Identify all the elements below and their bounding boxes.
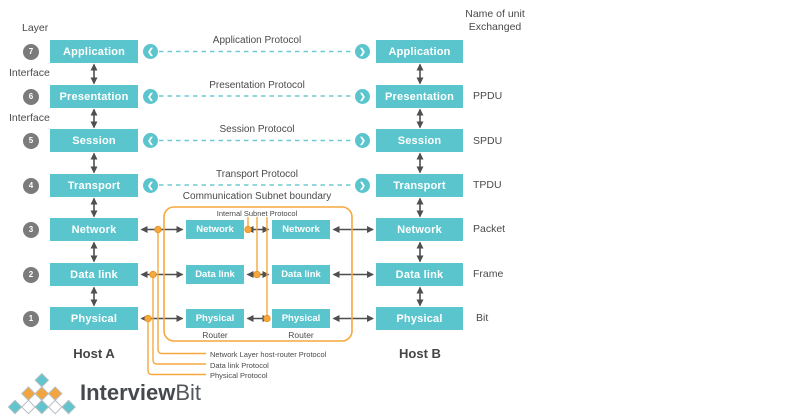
unit-bit: Bit xyxy=(476,312,489,324)
layer-number-5: 5 xyxy=(23,132,39,149)
chevron-left-icon: ❮ xyxy=(143,88,158,104)
host-a-box-transport: Transport xyxy=(50,174,138,197)
router-1-box-network: Network xyxy=(186,220,244,239)
application-protocol-label: Application Protocol xyxy=(212,35,302,46)
router-1-caption: Router xyxy=(202,330,228,340)
legend-physical-protocol: Physical Protocol xyxy=(210,371,268,380)
host-b-box-transport: Transport xyxy=(376,174,463,197)
wordmark-interview: Interview xyxy=(80,380,176,405)
router-2-box-datalink: Data link xyxy=(272,265,330,284)
unit-heading-line1: Name of unit xyxy=(465,8,525,20)
chevron-left-icon: ❮ xyxy=(143,44,158,59)
interface-label-2: Interface xyxy=(9,112,50,124)
unit-spdu: SPDU xyxy=(473,134,503,147)
layer-number-6: 6 xyxy=(23,88,39,105)
layer-heading: Layer xyxy=(22,22,49,34)
layer-number-7: 7 xyxy=(23,43,39,60)
router-1-box-datalink: Data link xyxy=(186,265,244,284)
peer-protocol-dashed-lines xyxy=(159,50,354,186)
unit-heading: Name of unit Exchanged xyxy=(450,8,540,34)
interviewbit-logo-icon xyxy=(7,372,76,415)
unit-packet: Packet xyxy=(473,223,506,235)
internal-subnet-protocol-label: Internal Subnet Protocol xyxy=(216,209,298,218)
unit-frame: Frame xyxy=(473,268,504,280)
transport-protocol-label: Transport Protocol xyxy=(216,168,298,180)
host-a-box-physical: Physical xyxy=(50,307,138,330)
router-2-caption: Router xyxy=(288,330,314,340)
host-b-box-physical: Physical xyxy=(376,307,463,330)
legend-network-host-router-protocol: Network Layer host-router Protocol xyxy=(210,350,327,359)
chevron-right-icon: ❯ xyxy=(355,88,370,104)
router-2-box-physical: Physical xyxy=(272,309,330,328)
unit-tpdu: TPDU xyxy=(473,179,502,191)
protocol-junction-dots xyxy=(144,225,271,323)
layer-number-2: 2 xyxy=(23,266,39,283)
host-b-box-datalink: Data link xyxy=(376,263,463,286)
layer-number-3: 3 xyxy=(23,221,39,238)
interface-label-1: Interface xyxy=(9,67,50,79)
unit-ppdu: PPDU xyxy=(473,90,503,102)
host-b-box-presentation: Presentation xyxy=(376,85,463,108)
session-protocol-label: Session Protocol xyxy=(219,124,295,135)
host-b-box-network: Network xyxy=(376,218,463,241)
chevron-left-icon: ❮ xyxy=(143,133,158,148)
interviewbit-wordmark: InterviewBit xyxy=(80,380,201,406)
subnet-boundary-label: Communication Subnet boundary xyxy=(182,191,332,202)
host-a-caption: Host A xyxy=(73,346,115,361)
router-2-box-network: Network xyxy=(272,220,330,239)
legend-datalink-protocol: Data link Protocol xyxy=(210,360,269,370)
wordmark-bit: Bit xyxy=(175,380,202,405)
legend-pointer-lines xyxy=(147,232,206,376)
unit-heading-line2: Exchanged xyxy=(468,21,522,34)
subnet-boundary-outline xyxy=(163,206,353,342)
host-a-box-network: Network xyxy=(50,218,138,241)
host-a-box-session: Session xyxy=(50,129,138,152)
host-b-caption: Host B xyxy=(399,346,441,361)
host-b-box-session: Session xyxy=(376,129,463,152)
chevron-right-icon: ❯ xyxy=(355,44,370,59)
layer-number-4: 4 xyxy=(23,177,39,194)
host-a-box-presentation: Presentation xyxy=(50,85,138,108)
presentation-protocol-label: Presentation Protocol xyxy=(209,79,305,91)
router-1-box-physical: Physical xyxy=(186,309,244,328)
chevron-left-icon: ❮ xyxy=(143,177,158,193)
chevron-right-icon: ❯ xyxy=(355,133,370,148)
internal-subnet-protocol-lines xyxy=(247,217,268,316)
chevron-right-icon: ❯ xyxy=(355,177,370,193)
host-b-box-application: Application xyxy=(376,40,463,63)
host-a-box-datalink: Data link xyxy=(50,263,138,286)
layer-number-1: 1 xyxy=(23,310,39,327)
host-a-box-application: Application xyxy=(50,40,138,63)
